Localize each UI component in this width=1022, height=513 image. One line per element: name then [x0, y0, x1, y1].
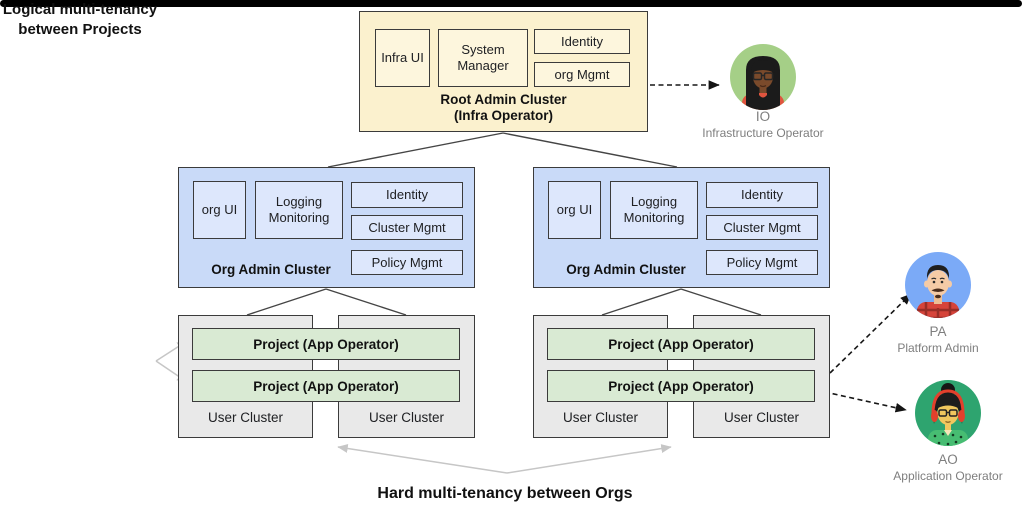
- pa-actor-label: PA Platform Admin: [868, 324, 1008, 355]
- component-cluster-mgmt: Cluster Mgmt: [351, 215, 463, 240]
- component-identity: Identity: [534, 29, 630, 54]
- component-system-manager: System Manager: [438, 29, 528, 87]
- root-cluster-subtitle: (Infra Operator): [453, 108, 553, 124]
- component-logging-monitoring: Logging Monitoring: [610, 181, 698, 239]
- io-role: Infrastructure Operator: [702, 126, 824, 140]
- io-actor-label: IO Infrastructure Operator: [695, 109, 831, 140]
- ao-abbr: AO: [938, 452, 958, 467]
- component-identity: Identity: [706, 182, 818, 208]
- component-policy-mgmt: Policy Mgmt: [351, 250, 463, 275]
- user-cluster-label: User Cluster: [723, 410, 799, 425]
- component-logging-monitoring: Logging Monitoring: [255, 181, 343, 239]
- ao-actor-label: AO Application Operator: [878, 452, 1018, 483]
- root-cluster-label: Root Admin Cluster (Infra Operator): [360, 92, 647, 124]
- user-cluster-label: User Cluster: [562, 410, 638, 425]
- top-black-bar: [0, 0, 1022, 7]
- io-avatar-icon: [730, 44, 796, 110]
- pa-role: Platform Admin: [897, 341, 979, 355]
- project-bar: Project (App Operator): [547, 370, 815, 402]
- org-cluster-label: Org Admin Cluster: [211, 262, 331, 278]
- org-admin-cluster-box-right: org UI Logging Monitoring Identity Clust…: [533, 167, 830, 288]
- project-bar: Project (App Operator): [192, 370, 460, 402]
- component-policy-mgmt: Policy Mgmt: [706, 250, 818, 275]
- io-abbr: IO: [755, 109, 771, 124]
- root-cluster-title: Root Admin Cluster: [440, 92, 567, 108]
- logical-multitenancy-note: Logical multi-tenancy between Projects: [2, 1, 158, 38]
- hard-multitenancy-note: Hard multi-tenancy between Orgs: [377, 485, 633, 502]
- project-bar: Project (App Operator): [547, 328, 815, 360]
- root-admin-cluster-box: Infra UI System Manager Identity org Mgm…: [359, 11, 648, 132]
- pa-avatar-icon: [905, 252, 971, 318]
- component-identity: Identity: [351, 182, 463, 208]
- component-org-ui: org UI: [193, 181, 246, 239]
- component-cluster-mgmt: Cluster Mgmt: [706, 215, 818, 240]
- user-cluster-label: User Cluster: [207, 410, 283, 425]
- component-org-mgmt: org Mgmt: [534, 62, 630, 87]
- component-infra-ui: Infra UI: [375, 29, 430, 87]
- org-admin-cluster-box-left: org UI Logging Monitoring Identity Clust…: [178, 167, 475, 288]
- org-cluster-label: Org Admin Cluster: [566, 262, 686, 278]
- component-org-ui: org UI: [548, 181, 601, 239]
- user-cluster-label: User Cluster: [368, 410, 444, 425]
- ao-role: Application Operator: [893, 469, 1003, 483]
- ao-avatar-icon: [915, 380, 981, 446]
- project-bar: Project (App Operator): [192, 328, 460, 360]
- pa-abbr: PA: [929, 324, 947, 339]
